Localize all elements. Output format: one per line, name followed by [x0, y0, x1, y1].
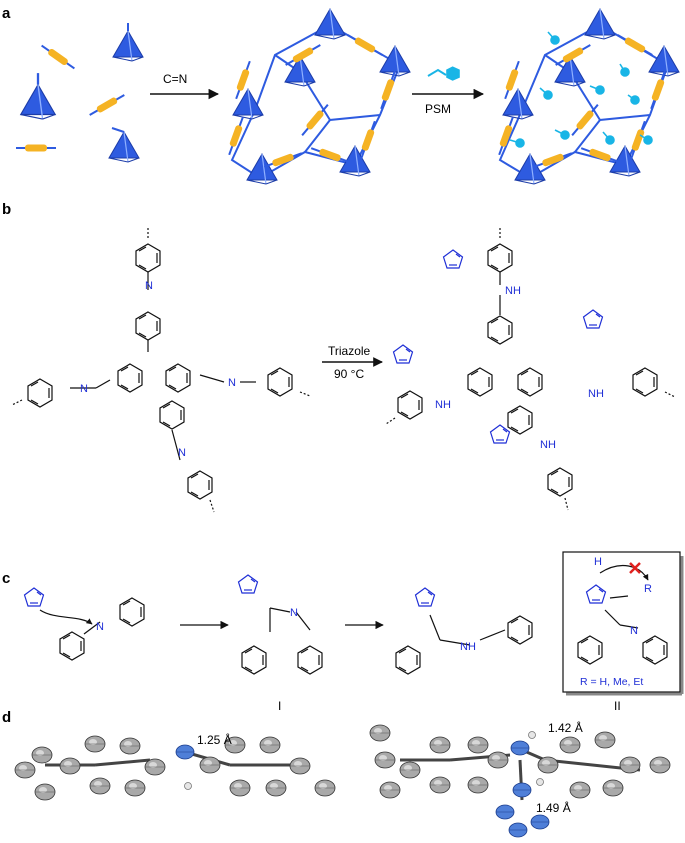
panel-c — [23, 574, 533, 675]
intermediate-i-label: I — [278, 699, 281, 713]
step-label-cn: C=N — [163, 72, 187, 86]
panel-label-a: a — [2, 5, 11, 22]
box-r-label: R — [644, 583, 652, 595]
step-label-psm: PSM — [425, 102, 451, 116]
cof-node-2 — [246, 153, 278, 185]
bond-length-2: 1.42 Å — [548, 720, 583, 735]
intermediate-ii-label: II — [614, 699, 621, 713]
mechanism-nminus-label: N — [290, 607, 298, 619]
bond-length-3: 1.49 Å — [536, 800, 571, 815]
panel-b — [11, 228, 676, 513]
amine-nh-label-2: NH — [435, 399, 451, 411]
intermediate-ii-box — [562, 551, 681, 693]
cof-psm-linker-8 — [532, 148, 574, 172]
monomer-linker-2 — [86, 90, 128, 120]
imine-n-label-2: N — [80, 383, 88, 395]
reagent-label: Triazole — [328, 344, 371, 358]
intermediate-ii-structure — [577, 564, 668, 665]
box-r-substituents: R = H, Me, Et — [580, 676, 643, 688]
cof-linker-2 — [344, 30, 386, 60]
mechanism-nh-label: NH — [460, 641, 476, 653]
blocked-arrow-mark — [629, 562, 641, 574]
amine-nh-label-4: NH — [540, 439, 556, 451]
imine-cof-structure — [11, 228, 311, 513]
box-h-label: H — [594, 556, 602, 568]
condition-label: 90 °C — [334, 367, 364, 381]
cof-psm-node-2 — [514, 153, 546, 185]
imine-n-label-3: N — [228, 377, 236, 389]
box-nminus-label: N — [630, 625, 638, 637]
bond-length-1: 1.25 Å — [197, 732, 232, 747]
triazole-rings-b — [392, 249, 604, 444]
imine-n-label-1: N — [145, 280, 153, 292]
amine-nh-label-1: NH — [505, 285, 521, 297]
panel-a — [15, 8, 680, 185]
monomer-tetrahedron-3 — [108, 127, 140, 163]
triazole-cof-structure — [385, 228, 676, 511]
psm-alkyne-icon — [427, 66, 460, 81]
psm-pendant-groups — [509, 31, 653, 148]
panel-label-d: d — [2, 709, 11, 726]
cof-psm-node-1 — [584, 8, 616, 40]
panel-label-c: c — [2, 570, 10, 587]
crystal-structure-triazole — [369, 724, 671, 838]
panel-label-b: b — [2, 201, 11, 218]
cof-psm-linker-7 — [568, 101, 602, 139]
crystal-structure-imine — [14, 735, 336, 801]
mechanism-n-label: N — [96, 621, 104, 633]
imine-n-label-4: N — [178, 447, 186, 459]
monomer-linker-1 — [38, 41, 78, 73]
cof-psm-linker-4 — [494, 115, 518, 157]
monomer-tetrahedron-2 — [20, 73, 56, 120]
monomer-tetrahedron-1 — [112, 23, 144, 62]
monomer-linker-3 — [15, 143, 57, 153]
amine-nh-label-3: NH — [588, 388, 604, 400]
cof-node-1 — [314, 8, 346, 40]
cof-linker-7 — [298, 101, 332, 139]
